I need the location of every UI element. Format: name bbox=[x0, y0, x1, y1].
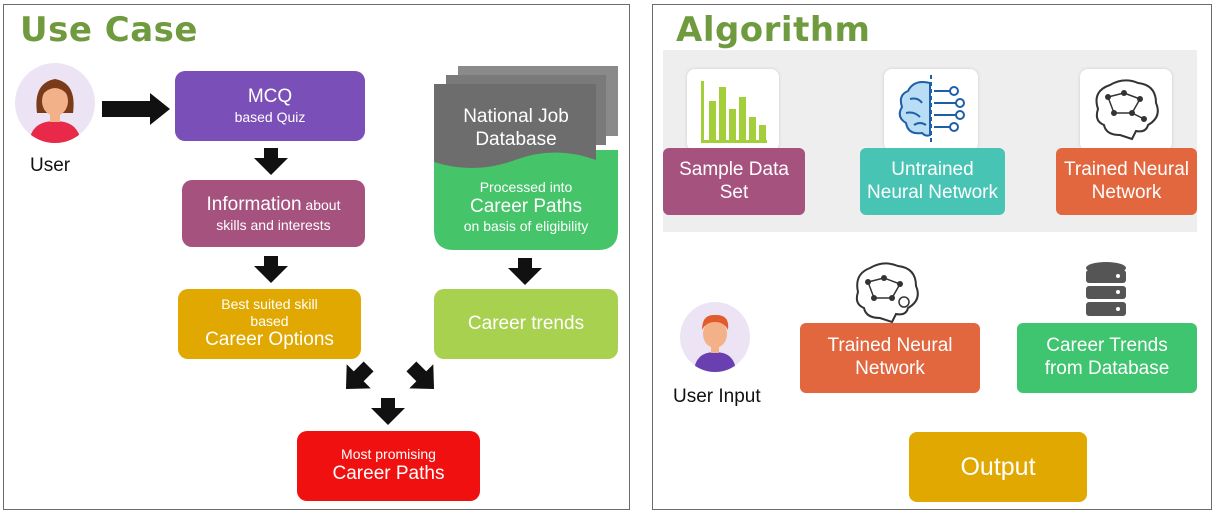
network-icon-top bbox=[848, 258, 928, 326]
woman-icon bbox=[29, 79, 81, 143]
brain-circuit-icon bbox=[898, 75, 965, 145]
processed-line1: Processed into bbox=[479, 178, 573, 195]
career-db-line1: Career Trends bbox=[1046, 335, 1168, 357]
arrow-down-4 bbox=[371, 398, 405, 425]
man-icon bbox=[694, 314, 736, 372]
national-job-database: National Job Database bbox=[436, 90, 596, 150]
trained-top-box: Trained Neural Network bbox=[1056, 148, 1197, 215]
output-label: Output bbox=[960, 453, 1036, 481]
brain-network-icon bbox=[1095, 79, 1159, 141]
most-promising-box: Most promising Career Paths bbox=[297, 431, 480, 501]
info-line2: skills and interests bbox=[216, 216, 331, 233]
arrow-diag-left bbox=[345, 361, 374, 390]
trained-line1: Trained Neural bbox=[827, 335, 953, 357]
output-box: Output bbox=[909, 432, 1087, 502]
arrow-diag-right bbox=[406, 361, 435, 390]
untrained-line2: Neural Network bbox=[867, 181, 998, 203]
arrow-user-to-mcq bbox=[102, 93, 170, 125]
algorithm-title: Algorithm bbox=[676, 10, 871, 50]
processed-box: Processed into Career Paths on basis of … bbox=[434, 170, 618, 244]
use-case-title: Use Case bbox=[20, 10, 198, 50]
mcq-line2: based Quiz bbox=[234, 109, 306, 125]
db-line2: Database bbox=[475, 128, 557, 150]
user-label: User bbox=[30, 155, 71, 176]
chart-card bbox=[687, 69, 779, 151]
career-db-line2: from Database bbox=[1044, 358, 1170, 379]
arrow-down-3 bbox=[508, 258, 542, 285]
user-input-avatar bbox=[680, 302, 750, 372]
processed-line2: Career Paths bbox=[470, 195, 582, 217]
information-box: Information about skills and interests bbox=[182, 180, 365, 247]
user-avatar bbox=[15, 63, 95, 143]
db-line1: National Job bbox=[463, 106, 569, 127]
best-suited-box: Best suited skill based Career Options bbox=[178, 289, 361, 359]
trained-brain-card bbox=[1080, 69, 1172, 151]
brain-card bbox=[884, 69, 978, 151]
best-line3: Career Options bbox=[205, 329, 334, 351]
database-icon bbox=[1082, 260, 1130, 320]
best-line1: Best suited skill bbox=[221, 295, 318, 312]
processed-box-shape bbox=[434, 150, 618, 250]
sample-data-box: Sample Data Set bbox=[663, 148, 805, 215]
trained-line2: Network bbox=[855, 358, 925, 379]
career-trends-label: Career trends bbox=[467, 312, 585, 334]
database-cylinder-icon bbox=[1086, 262, 1126, 316]
arrow-down-2 bbox=[254, 256, 288, 283]
arrow-down-1 bbox=[254, 148, 288, 175]
career-trends-db-box: Career Trends from Database bbox=[1017, 323, 1197, 393]
processed-line3: on basis of eligibility bbox=[463, 218, 589, 235]
user-input-label: User Input bbox=[673, 386, 761, 407]
most-line2: Career Paths bbox=[332, 463, 445, 484]
mcq-quiz-box: MCQ based Quiz bbox=[175, 71, 365, 141]
mcq-line1: MCQ bbox=[247, 86, 293, 108]
sample-line1: Sample Data bbox=[679, 158, 789, 180]
untrained-line1: Untrained bbox=[891, 158, 974, 180]
trained-top-line2: Network bbox=[1091, 181, 1162, 203]
most-line1: Most promising bbox=[341, 446, 436, 463]
db-sheet-front bbox=[434, 84, 596, 169]
sample-line2: Set bbox=[719, 181, 749, 203]
trained-top-line1: Trained Neural bbox=[1064, 158, 1189, 180]
trained-network-box: Trained Neural Network bbox=[800, 323, 980, 393]
info-big: Information bbox=[206, 193, 302, 215]
untrained-box: Untrained Neural Network bbox=[860, 148, 1005, 215]
info-rest: about bbox=[301, 196, 341, 213]
bar-chart-icon bbox=[701, 81, 767, 143]
best-line2: based bbox=[250, 312, 289, 329]
brain-gear-icon bbox=[855, 262, 919, 324]
career-trends-box: Career trends bbox=[434, 289, 618, 359]
